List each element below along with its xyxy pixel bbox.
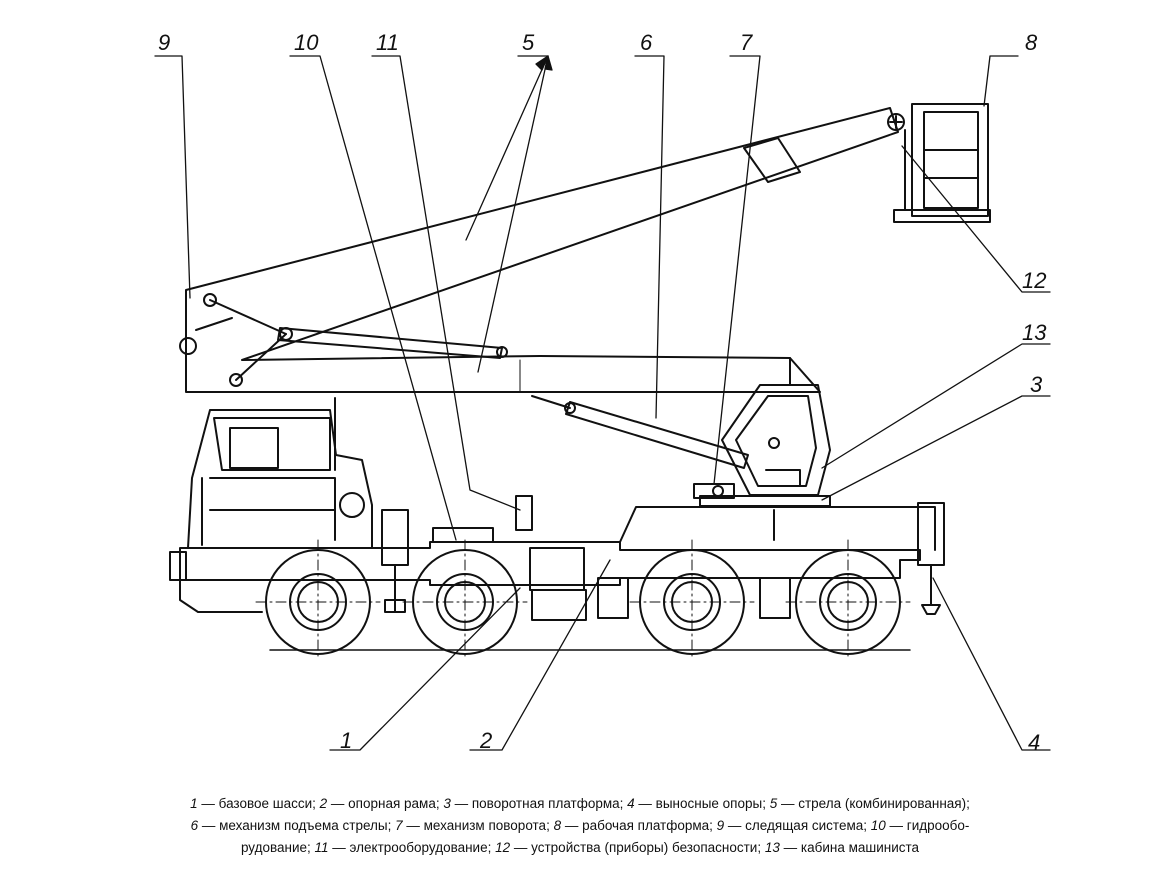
callout-13: 13 xyxy=(1022,320,1047,345)
callout-1: 1 xyxy=(340,728,352,753)
chassis-frame xyxy=(179,541,921,621)
tracking-system xyxy=(195,299,287,381)
wheel-3 xyxy=(629,539,755,661)
wheel-1 xyxy=(255,539,381,661)
truck-mounted-aerial-platform-diagram: 9 10 11 5 6 7 8 12 13 3 4 1 2 xyxy=(154,30,1051,755)
outriggers xyxy=(381,502,945,615)
boom xyxy=(179,107,899,393)
callout-5: 5 xyxy=(522,30,535,55)
callout-numbers: 9 10 11 5 6 7 8 12 13 3 4 1 2 xyxy=(158,30,1047,755)
working-platform xyxy=(887,103,991,223)
caption-line-1: 1 — базовое шасси; 2 — опорная рама; 3 —… xyxy=(190,796,970,811)
figure-caption: 1 — базовое шасси; 2 — опорная рама; 3 —… xyxy=(60,793,1100,859)
callout-3: 3 xyxy=(1030,372,1043,397)
leader-lines xyxy=(154,55,1051,751)
caption-line-2: 6 — механизм подъема стрелы; 7 — механиз… xyxy=(190,818,970,833)
caption-line-3: рудование; 11 — электрооборудование; 12 … xyxy=(240,840,920,855)
callout-10: 10 xyxy=(294,30,319,55)
operator-cab xyxy=(721,384,831,496)
wheel-4 xyxy=(785,539,911,661)
callout-7: 7 xyxy=(740,30,753,55)
callout-6: 6 xyxy=(640,30,653,55)
callout-2: 2 xyxy=(479,728,492,753)
callout-4: 4 xyxy=(1028,730,1040,755)
boom-lifting-mechanism xyxy=(531,395,749,469)
electrical-equipment-box xyxy=(515,495,533,531)
callout-9: 9 xyxy=(158,30,170,55)
callout-11: 11 xyxy=(376,30,399,55)
hydraulic-equipment-box xyxy=(432,527,494,543)
callout-8: 8 xyxy=(1025,30,1038,55)
callout-12: 12 xyxy=(1022,268,1046,293)
support-frame xyxy=(619,506,936,551)
driver-cab xyxy=(169,397,373,581)
boom-cylinder-upper xyxy=(277,327,508,359)
